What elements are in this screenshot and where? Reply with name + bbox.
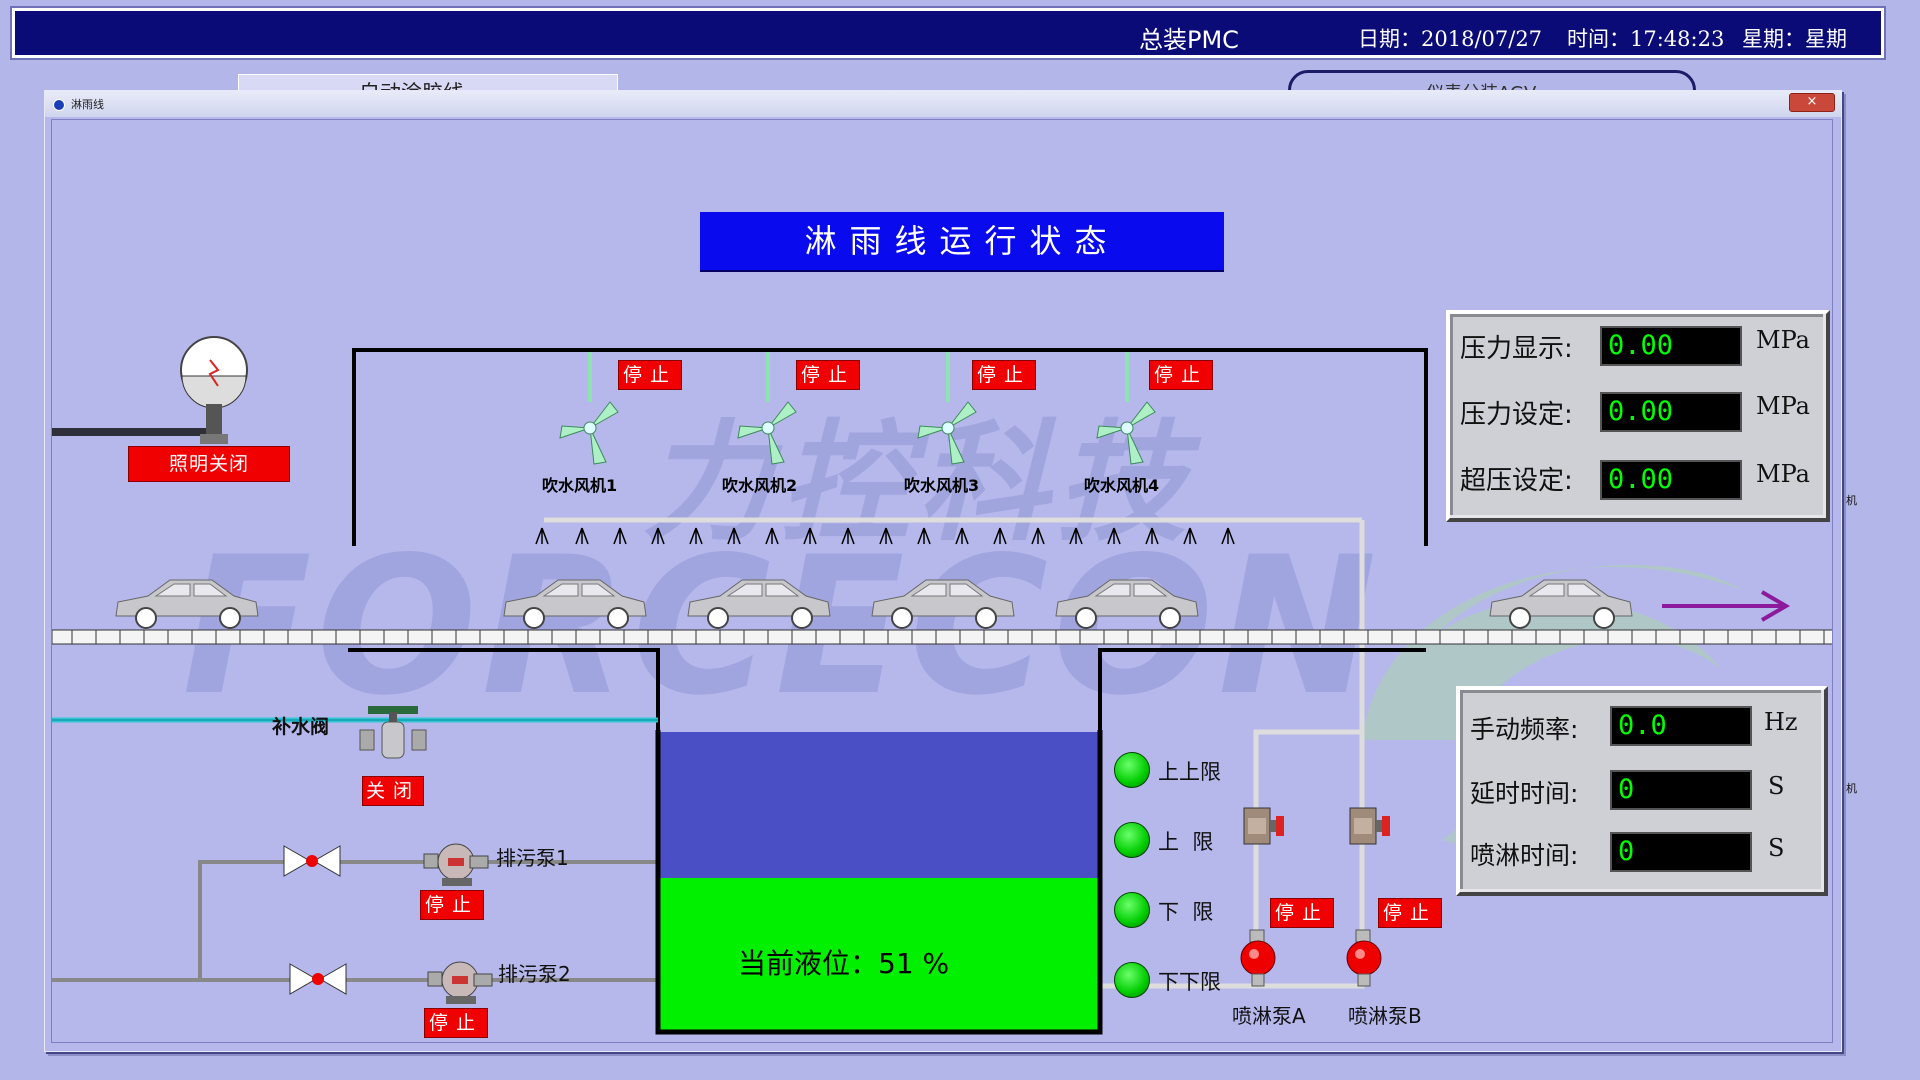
edge-label-b: 机: [1846, 782, 1857, 795]
delay-time-unit: S: [1768, 772, 1785, 800]
delay-time-input[interactable]: 0: [1610, 770, 1752, 810]
drain-valve-2-icon[interactable]: [288, 962, 348, 996]
spray-pump-a-status[interactable]: 停止: [1270, 898, 1334, 928]
spray-time-unit: S: [1768, 834, 1785, 862]
manual-frequency-unit: Hz: [1764, 708, 1798, 736]
edge-label-a: 机: [1846, 494, 1857, 507]
fan-3-status[interactable]: 停止: [972, 360, 1036, 390]
level-high-high-lamp: [1114, 752, 1150, 788]
overpressure-set-input[interactable]: 0.00: [1600, 460, 1742, 500]
car-3-icon: [687, 579, 831, 629]
drain-pump-2-status[interactable]: 停止: [424, 1008, 488, 1038]
manual-frequency-input[interactable]: 0.0: [1610, 706, 1752, 746]
tank-outline: [655, 730, 1103, 1035]
top-header-bar: 总装PMC 日期：2018/07/27 时间：17:48:23 星期：星期: [10, 6, 1886, 60]
process-canvas: 力控科技 FORCECON 淋雨线运行状态 照明关闭: [51, 119, 1833, 1043]
spray-pump-b-icon[interactable]: [1344, 928, 1384, 988]
pressure-set-unit: MPa: [1756, 392, 1810, 420]
spray-time-input[interactable]: 0: [1610, 832, 1752, 872]
level-low-lamp: [1114, 892, 1150, 928]
pressure-set-label: 压力设定:: [1460, 400, 1573, 430]
fan-2-icon: [737, 401, 797, 465]
fan-1-status[interactable]: 停止: [618, 360, 682, 390]
header-weekday: 星期：星期: [1742, 27, 1847, 51]
lighting-status[interactable]: 照明关闭: [128, 446, 290, 482]
fan-1-label: 吹水风机1: [542, 476, 618, 495]
lighting-lamp-graphic-icon: [52, 336, 248, 444]
fan-2-label: 吹水风机2: [722, 476, 798, 495]
header-title: 总装PMC: [1139, 26, 1239, 54]
spray-pump-b-status[interactable]: 停止: [1378, 898, 1442, 928]
car-5-icon: [1055, 579, 1199, 629]
fan-1-icon: [559, 401, 619, 465]
pressure-display-label: 压力显示:: [1460, 334, 1573, 364]
manual-frequency-label: 手动频率:: [1470, 715, 1579, 744]
tank-level-bar: [660, 878, 1098, 1030]
makeup-valve-icon[interactable]: [358, 704, 438, 764]
watermark-en: FORCECON: [182, 516, 1381, 737]
level-high-label: 上 限: [1158, 830, 1214, 854]
car-1-icon: [115, 579, 259, 629]
makeup-valve-status[interactable]: 关闭: [362, 776, 424, 806]
window-titlebar[interactable]: 淋雨线 ×: [45, 91, 1841, 117]
level-high-high-label: 上上限: [1158, 760, 1221, 784]
tank-level-text: 当前液位：51 %: [738, 947, 950, 980]
spray-valve-a-icon[interactable]: [1242, 804, 1286, 850]
page-title: 淋雨线运行状态: [700, 212, 1224, 272]
pressure-display-unit: MPa: [1756, 326, 1810, 354]
header-date: 日期：2018/07/27: [1358, 27, 1543, 51]
makeup-valve-label: 补水阀: [272, 716, 330, 738]
close-button[interactable]: ×: [1789, 93, 1835, 112]
drain-pump-1-status[interactable]: 停止: [420, 890, 484, 920]
level-low-low-label: 下下限: [1158, 970, 1221, 994]
spray-time-label: 喷淋时间:: [1470, 841, 1579, 870]
pressure-panel: 压力显示: 0.00 MPa 压力设定: 0.00 MPa 超压设定: 0.00…: [1446, 310, 1830, 522]
fan-4-icon: [1096, 401, 1156, 465]
car-2-icon: [503, 579, 647, 629]
fan-3-label: 吹水风机3: [904, 476, 980, 495]
drain-valve-1-icon[interactable]: [282, 844, 342, 878]
header-time: 时间：17:48:23: [1567, 27, 1725, 51]
app-icon: [53, 99, 65, 111]
spray-pump-a-label: 喷淋泵A: [1232, 1004, 1306, 1028]
level-low-label: 下 限: [1158, 900, 1214, 924]
fan-2-status[interactable]: 停止: [796, 360, 860, 390]
level-low-low-lamp: [1114, 962, 1150, 998]
spray-valve-b-icon[interactable]: [1348, 804, 1392, 850]
drain-pump-2-label: 排污泵2: [498, 962, 571, 986]
pressure-display-value: 0.00: [1600, 326, 1742, 366]
level-high-lamp: [1114, 822, 1150, 858]
drain-pump-1-icon[interactable]: [422, 840, 492, 888]
rain-line-window: 淋雨线 × 力控科技 FORCECON 淋雨线运行状态: [44, 90, 1842, 1052]
car-6-icon: [1489, 579, 1633, 629]
drain-pump-1-label: 排污泵1: [496, 846, 569, 870]
fan-4-status[interactable]: 停止: [1149, 360, 1213, 390]
car-4-icon: [871, 579, 1015, 629]
spray-pump-a-icon[interactable]: [1238, 928, 1278, 988]
overpressure-set-unit: MPa: [1756, 460, 1810, 488]
fan-4-label: 吹水风机4: [1084, 476, 1160, 495]
spray-pump-b-label: 喷淋泵B: [1348, 1004, 1422, 1028]
drain-pump-2-icon[interactable]: [426, 958, 496, 1006]
control-panel: 手动频率: 0.0 Hz 延时时间: 0 S 喷淋时间: 0 S: [1456, 686, 1828, 896]
delay-time-label: 延时时间:: [1470, 779, 1579, 808]
overpressure-set-label: 超压设定:: [1460, 466, 1573, 496]
fan-3-icon: [917, 401, 977, 465]
window-title: 淋雨线: [71, 98, 104, 111]
pressure-set-input[interactable]: 0.00: [1600, 392, 1742, 432]
